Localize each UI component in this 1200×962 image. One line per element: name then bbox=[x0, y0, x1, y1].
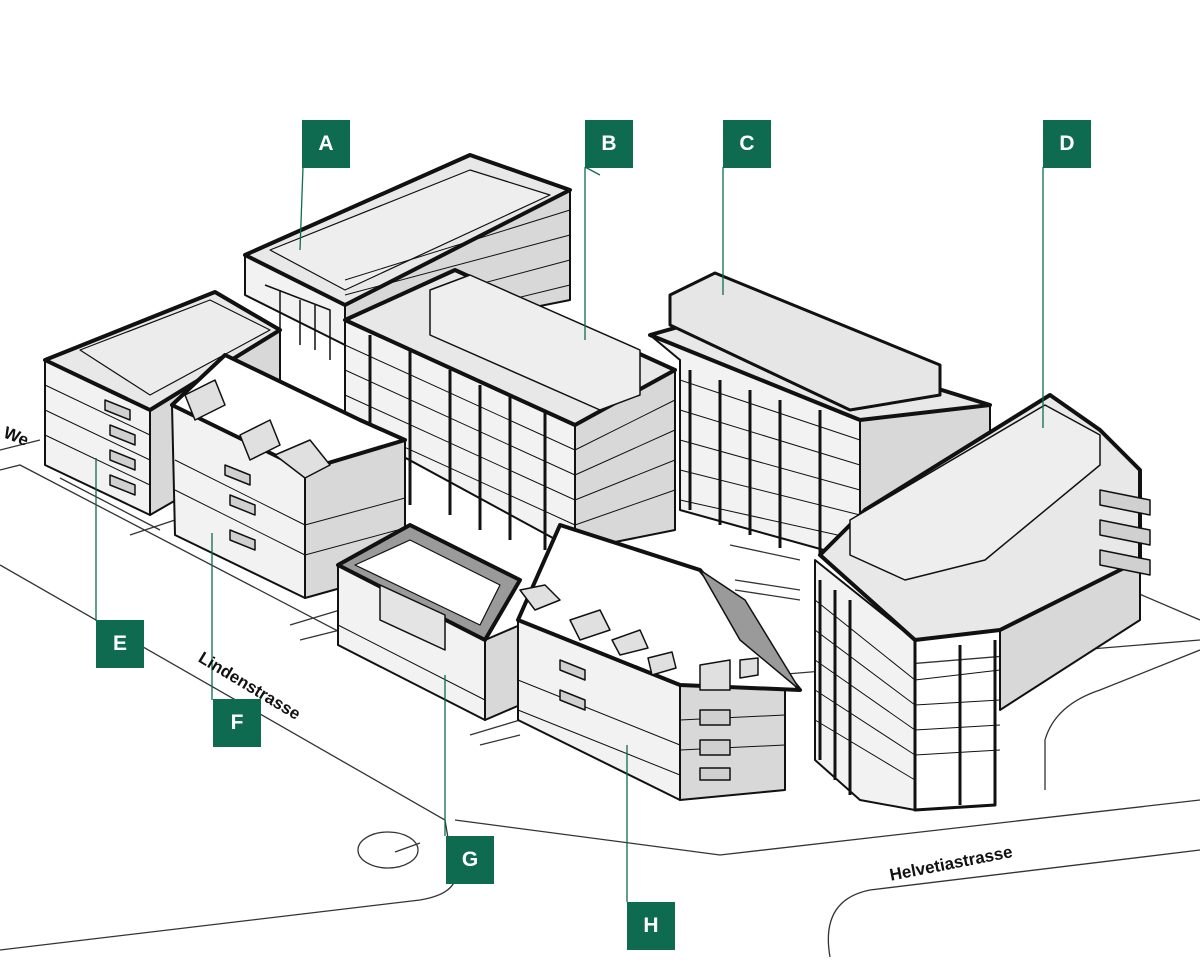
building-d-vertical-frame bbox=[913, 640, 997, 812]
building-f bbox=[170, 353, 407, 599]
building-c-penthouse-roof bbox=[668, 271, 942, 412]
building-c bbox=[648, 271, 992, 561]
courtyard-line-2 bbox=[734, 579, 801, 591]
side-road-edge bbox=[1044, 649, 1200, 790]
building-d-columns bbox=[818, 580, 852, 795]
building-g-floor-line bbox=[337, 624, 486, 701]
plot-line-2 bbox=[59, 477, 161, 531]
leader-a bbox=[299, 166, 304, 251]
building-label-g[interactable]: G bbox=[446, 836, 494, 884]
side-road-edge-2 bbox=[1129, 589, 1200, 621]
building-label-e[interactable]: E bbox=[96, 620, 144, 668]
building-a-roof-top bbox=[269, 169, 551, 291]
building-d-floor-lines bbox=[814, 599, 1001, 781]
leader-lines bbox=[95, 166, 1044, 902]
building-d bbox=[814, 393, 1151, 812]
plot-line-6 bbox=[469, 719, 521, 736]
plot-line-7 bbox=[479, 734, 521, 746]
building-g bbox=[336, 523, 522, 721]
building-g-window-band bbox=[379, 584, 446, 651]
building-h bbox=[516, 523, 802, 801]
building-e-floor-lines bbox=[44, 384, 151, 486]
building-f-balconies bbox=[224, 464, 256, 551]
roundabout-mark bbox=[394, 842, 421, 853]
building-h-balconies bbox=[559, 659, 731, 781]
courtyard-line-1 bbox=[729, 544, 801, 561]
building-label-f[interactable]: F bbox=[213, 699, 261, 747]
building-label-b[interactable]: B bbox=[585, 120, 633, 168]
building-b-penthouse bbox=[429, 274, 641, 411]
plot-line-4 bbox=[289, 609, 341, 626]
building-b-columns bbox=[368, 335, 547, 550]
building-c-columns bbox=[688, 370, 822, 555]
building-f-floor-lines bbox=[174, 459, 406, 556]
building-c-floor-lines bbox=[679, 379, 861, 541]
building-a-balcony-stack bbox=[264, 284, 331, 360]
building-h-floor-lines bbox=[517, 679, 786, 776]
building-label-a[interactable]: A bbox=[302, 120, 350, 168]
building-h-dormers bbox=[519, 584, 759, 691]
plot-line-3 bbox=[129, 519, 176, 536]
helvetiastrasse-edge-south bbox=[827, 849, 1200, 958]
courtyard-line-3 bbox=[734, 589, 801, 601]
building-f-dormers bbox=[184, 379, 331, 479]
building-g-roof-top bbox=[354, 539, 501, 626]
roundabout bbox=[357, 831, 419, 869]
building-label-h[interactable]: H bbox=[627, 902, 675, 950]
building-d-penthouse bbox=[849, 404, 1101, 581]
building-h-side bbox=[679, 684, 786, 801]
building-g-side bbox=[484, 624, 521, 721]
plot-line-5 bbox=[299, 629, 341, 641]
building-d-balconies bbox=[1099, 489, 1151, 576]
building-e-roof-top bbox=[79, 299, 271, 396]
building-label-c[interactable]: C bbox=[723, 120, 771, 168]
building-h-hip bbox=[699, 569, 801, 691]
helvetiastrasse-edge-north bbox=[454, 799, 1200, 856]
building-a-floor-lines bbox=[344, 209, 571, 341]
building-e-balconies bbox=[104, 399, 136, 496]
building-label-d[interactable]: D bbox=[1043, 120, 1091, 168]
building-b bbox=[343, 268, 677, 551]
plot-line-1 bbox=[0, 439, 41, 451]
building-b-floor-lines bbox=[344, 344, 676, 526]
leader-b bbox=[584, 166, 601, 340]
